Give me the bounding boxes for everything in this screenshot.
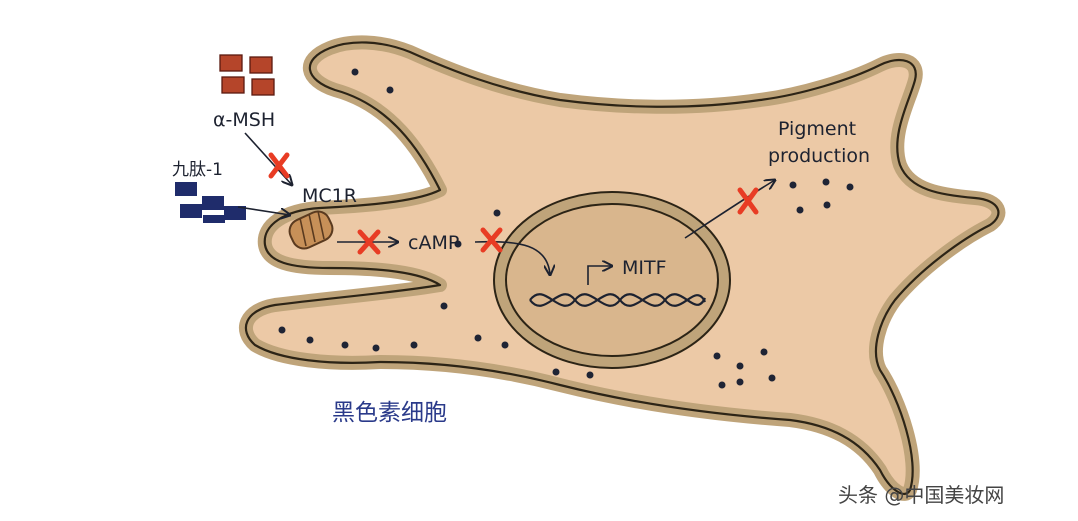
melanocyte-label: 黑色素细胞: [332, 400, 447, 426]
nucleus: [493, 191, 731, 369]
block-cross-icon: [268, 152, 759, 255]
receptor-icon: [288, 210, 334, 250]
pigment-label-line1: Pigment: [778, 118, 856, 140]
dna-icon: [529, 293, 707, 307]
nonapeptide-label: 九肽-1: [172, 160, 223, 180]
nonapeptide-blocks: [175, 182, 246, 223]
alpha-msh-blocks: [219, 54, 275, 96]
mitf-label: MITF: [622, 257, 667, 279]
mc1r-label: MC1R: [302, 185, 357, 207]
pigment-label-line2: production: [768, 145, 870, 167]
watermark: 头条 @中国美妆网: [838, 483, 1004, 507]
melanosome-dots: [278, 68, 854, 389]
camp-label: cAMP: [408, 232, 459, 254]
alpha-msh-label: α-MSH: [213, 109, 275, 131]
